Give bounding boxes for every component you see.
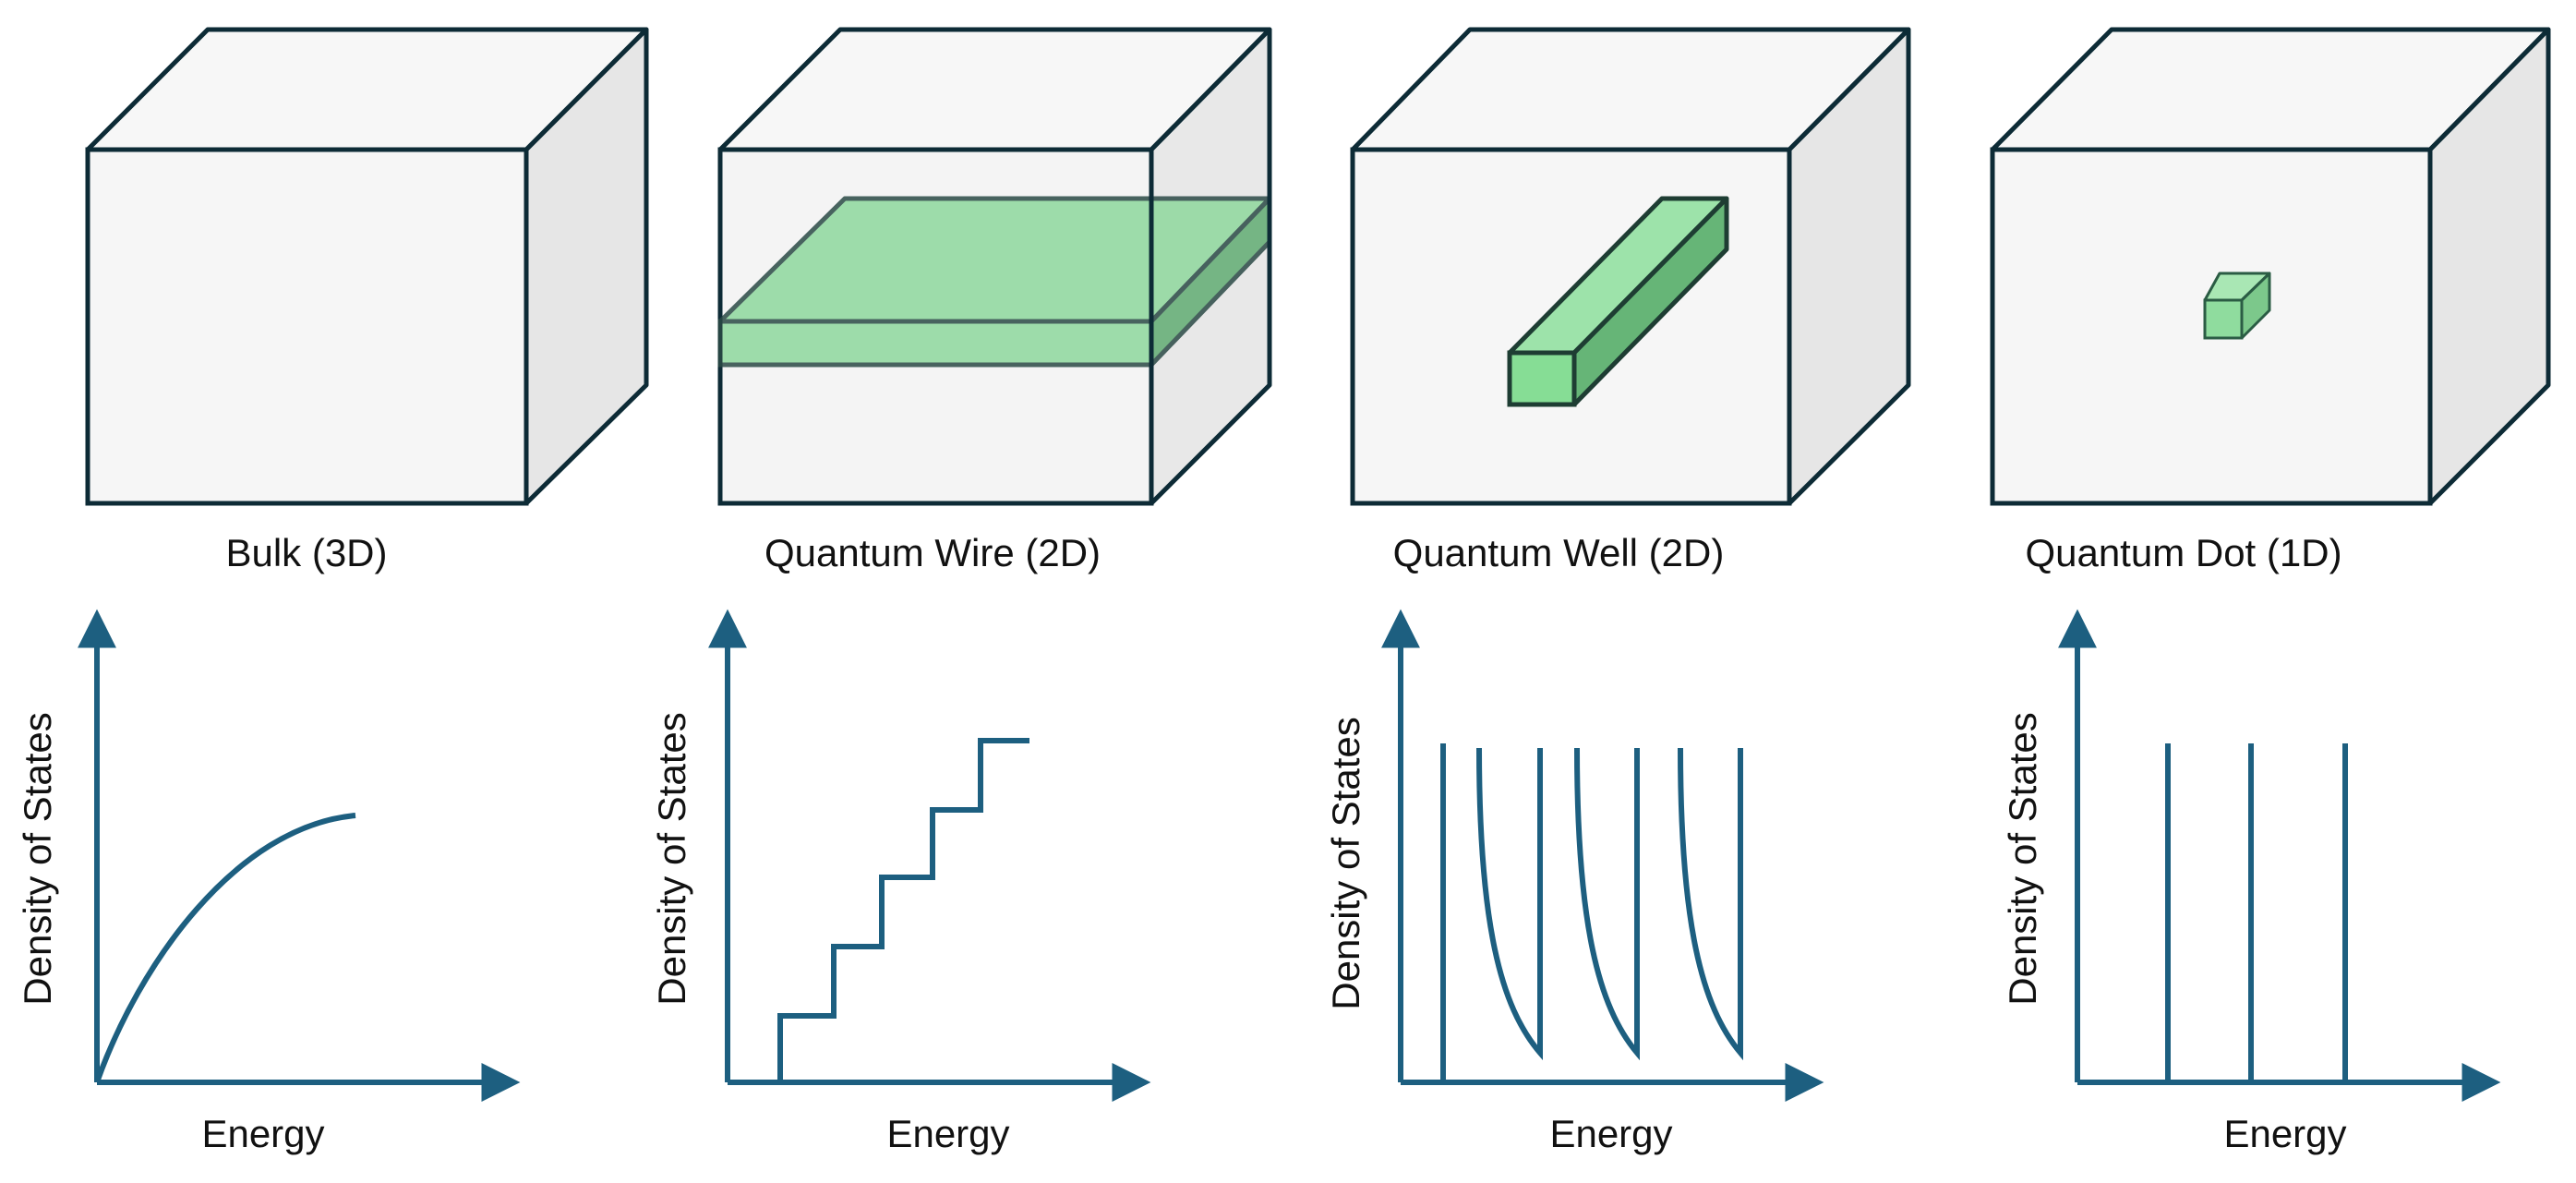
green-rod-icon <box>1507 196 1729 407</box>
panel-wire: Quantum Wire (2D) Energy Density of Stat… <box>650 27 1272 1155</box>
dos-curve-sqrt <box>94 813 356 1084</box>
green-slab-icon <box>717 196 1272 368</box>
dos-curve-staircase <box>728 738 1029 1085</box>
panel-label-bulk: Bulk (3D) <box>225 531 387 574</box>
dos-spike <box>1476 747 1543 1061</box>
panel-dot: Quantum Dot (1D) Energy Density of State… <box>1990 27 2551 1155</box>
dot-cube <box>1990 27 2551 506</box>
dos-spike <box>1678 747 1743 1061</box>
bulk-cube <box>85 27 649 506</box>
x-axis-label: Energy <box>201 1112 324 1155</box>
panel-well: Quantum Well (2D) Energy Density of Stat… <box>1324 27 1911 1155</box>
dos-chart-dot: Energy Density of States <box>2001 609 2501 1155</box>
wire-cube <box>717 27 1272 506</box>
y-axis-label: Density of States <box>1324 717 1367 1009</box>
dos-chart-bulk: Energy Density of States <box>16 609 521 1155</box>
panel-label-dot: Quantum Dot (1D) <box>2025 531 2341 574</box>
x-axis-label: Energy <box>1549 1112 1672 1155</box>
y-axis-label: Density of States <box>2001 712 2044 1005</box>
y-axis-label: Density of States <box>650 712 693 1005</box>
panel-bulk: Bulk (3D) Energy Density of States <box>16 27 649 1155</box>
well-cube <box>1350 27 1911 506</box>
x-axis-label: Energy <box>886 1112 1009 1155</box>
green-cube-icon <box>2203 272 2271 340</box>
dos-chart-wire: Energy Density of States <box>650 609 1151 1155</box>
y-axis-label: Density of States <box>16 712 59 1005</box>
x-axis-label: Energy <box>2223 1112 2346 1155</box>
panel-label-wire: Quantum Wire (2D) <box>764 531 1101 574</box>
dos-chart-well: Energy Density of States <box>1324 609 1824 1155</box>
panel-label-well: Quantum Well (2D) <box>1393 531 1725 574</box>
dos-spike <box>1574 747 1640 1061</box>
